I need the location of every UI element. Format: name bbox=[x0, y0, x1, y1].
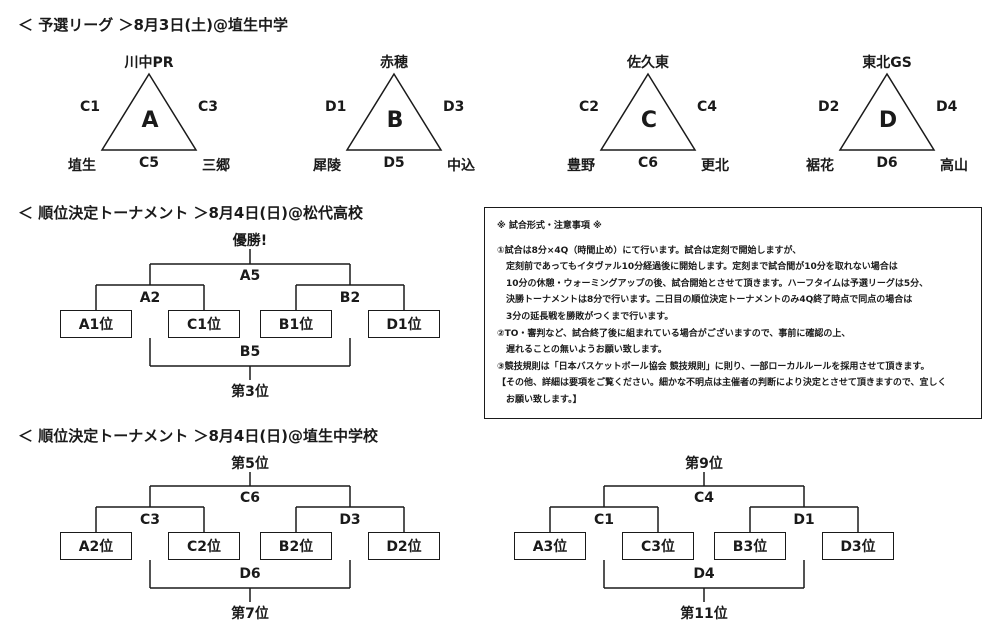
bracket-1-team-4: D1位 bbox=[368, 310, 440, 338]
bracket-3-semi-left: C1 bbox=[593, 512, 615, 528]
league-a-top-team: 川中PR bbox=[124, 55, 174, 71]
league-a-letter: A bbox=[141, 108, 159, 133]
league-c-bottom-right-team: 更北 bbox=[701, 158, 729, 174]
league-a-left-game: C1 bbox=[80, 99, 101, 115]
league-a-bottom-left-team: 埴生 bbox=[68, 158, 96, 174]
league-d-left-game: D2 bbox=[818, 99, 840, 115]
league-d-letter: D bbox=[878, 108, 898, 133]
bracket-3-team-1: A3位 bbox=[514, 532, 586, 560]
bracket-2-team-3: B2位 bbox=[260, 532, 332, 560]
bracket-2-semi-right: D3 bbox=[339, 512, 361, 528]
league-c-bottom-game: C6 bbox=[637, 155, 659, 171]
section-title-tournament-1: ＜ 順位決定トーナメント ＞8月4日(日)@松代高校 bbox=[18, 204, 364, 222]
bracket-2-lines bbox=[95, 472, 405, 602]
notes-title: ※ 試合形式・注意事項 ※ bbox=[497, 221, 602, 231]
bracket-1-team-3: B1位 bbox=[260, 310, 332, 338]
bracket-3-lines bbox=[549, 472, 859, 602]
bracket-3-top-label: 第9位 bbox=[685, 456, 723, 472]
bracket-3-team-4: D3位 bbox=[822, 532, 894, 560]
league-b-left-game: D1 bbox=[325, 99, 347, 115]
league-a-right-game: C3 bbox=[198, 99, 219, 115]
bracket-1-final-game: A5 bbox=[239, 268, 261, 284]
bracket-2-bottom-label: 第7位 bbox=[231, 606, 269, 622]
notes-line: ③競技規則は「日本バスケットボール協会 競技規則」に則り、一部ローカルルールを採… bbox=[497, 361, 930, 372]
league-c-letter: C bbox=[640, 108, 658, 133]
league-d-bottom-left-team: 裾花 bbox=[806, 158, 834, 174]
league-c-right-game: C4 bbox=[697, 99, 718, 115]
bracket-1-top-label: 優勝! bbox=[232, 233, 268, 249]
notes-line: 10分の休憩・ウォーミングアップの後、試合開始とさせて頂きます。ハーフタイムは予… bbox=[497, 278, 929, 289]
league-a-triangle bbox=[100, 72, 198, 151]
bracket-1-team-1: A1位 bbox=[60, 310, 132, 338]
bracket-2-third-game: D6 bbox=[239, 566, 261, 582]
bracket-1-lines bbox=[95, 249, 405, 380]
bracket-1-third-game: B5 bbox=[239, 344, 261, 360]
league-d-triangle bbox=[838, 72, 936, 151]
league-a-bottom-game: C5 bbox=[138, 155, 160, 171]
bracket-2-final-game: C6 bbox=[239, 490, 261, 506]
league-d-top-team: 東北GS bbox=[862, 55, 912, 71]
bracket-2-team-2: C2位 bbox=[168, 532, 240, 560]
bracket-2-top-label: 第5位 bbox=[231, 456, 269, 472]
section-title-preliminary: ＜ 予選リーグ ＞8月3日(土)@埴生中学 bbox=[18, 16, 289, 34]
league-d-right-game: D4 bbox=[936, 99, 958, 115]
league-d-bottom-right-team: 高山 bbox=[940, 158, 968, 174]
bracket-3-semi-right: D1 bbox=[793, 512, 815, 528]
notes-line: お願い致します。】 bbox=[497, 394, 582, 405]
league-b-bottom-right-team: 中込 bbox=[447, 158, 475, 174]
rules-notes-box: ※ 試合形式・注意事項 ※ ①試合は8分×4Q（時間止め）にて行います。試合は定… bbox=[484, 207, 982, 419]
bracket-1-semi-left: A2 bbox=[139, 290, 161, 306]
league-c-bottom-left-team: 豊野 bbox=[567, 158, 595, 174]
league-b-right-game: D3 bbox=[443, 99, 465, 115]
league-b-triangle bbox=[345, 72, 443, 151]
notes-line: 【その他、詳細は要項をご覧ください。細かな不明点は主催者の判断により決定とさせて… bbox=[497, 378, 947, 389]
league-a-bottom-right-team: 三郷 bbox=[202, 158, 230, 174]
league-c-left-game: C2 bbox=[579, 99, 600, 115]
notes-line: 決勝トーナメントは8分で行います。二日目の順位決定トーナメントのみ4Q終了時点で… bbox=[497, 295, 913, 306]
bracket-3-team-2: C3位 bbox=[622, 532, 694, 560]
notes-line: 定刻前であってもイタヴァル10分経過後に開始します。定刻まで試合間が10分を取れ… bbox=[497, 262, 898, 273]
league-c-top-team: 佐久東 bbox=[627, 55, 669, 71]
bracket-3-bottom-label: 第11位 bbox=[680, 606, 728, 622]
bracket-2-team-4: D2位 bbox=[368, 532, 440, 560]
league-b-top-team: 赤穂 bbox=[380, 55, 408, 71]
bracket-3-final-game: C4 bbox=[693, 490, 715, 506]
notes-line: ②TO・審判など、試合終了後に組まれている場合がございますので、事前に確認の上、 bbox=[497, 328, 851, 339]
league-b-bottom-game: D5 bbox=[383, 155, 405, 171]
bracket-1-semi-right: B2 bbox=[339, 290, 361, 306]
league-b-bottom-left-team: 犀陵 bbox=[313, 158, 341, 174]
bracket-3-third-game: D4 bbox=[693, 566, 715, 582]
section-title-tournament-2: ＜ 順位決定トーナメント ＞8月4日(日)@埴生中学校 bbox=[18, 427, 379, 445]
bracket-3-team-3: B3位 bbox=[714, 532, 786, 560]
notes-line: ①試合は8分×4Q（時間止め）にて行います。試合は定刻で開始しますが、 bbox=[497, 245, 802, 256]
bracket-2-semi-left: C3 bbox=[139, 512, 161, 528]
bracket-1-bottom-label: 第3位 bbox=[231, 384, 269, 400]
bracket-1-team-2: C1位 bbox=[168, 310, 240, 338]
bracket-2-team-1: A2位 bbox=[60, 532, 132, 560]
league-c-triangle bbox=[599, 72, 697, 151]
league-d-bottom-game: D6 bbox=[876, 155, 898, 171]
notes-line: 3分の延長戦を勝敗がつくまで行います。 bbox=[497, 311, 674, 322]
league-b-letter: B bbox=[386, 108, 404, 133]
notes-line: 遅れることの無いようお願い致します。 bbox=[497, 345, 667, 356]
